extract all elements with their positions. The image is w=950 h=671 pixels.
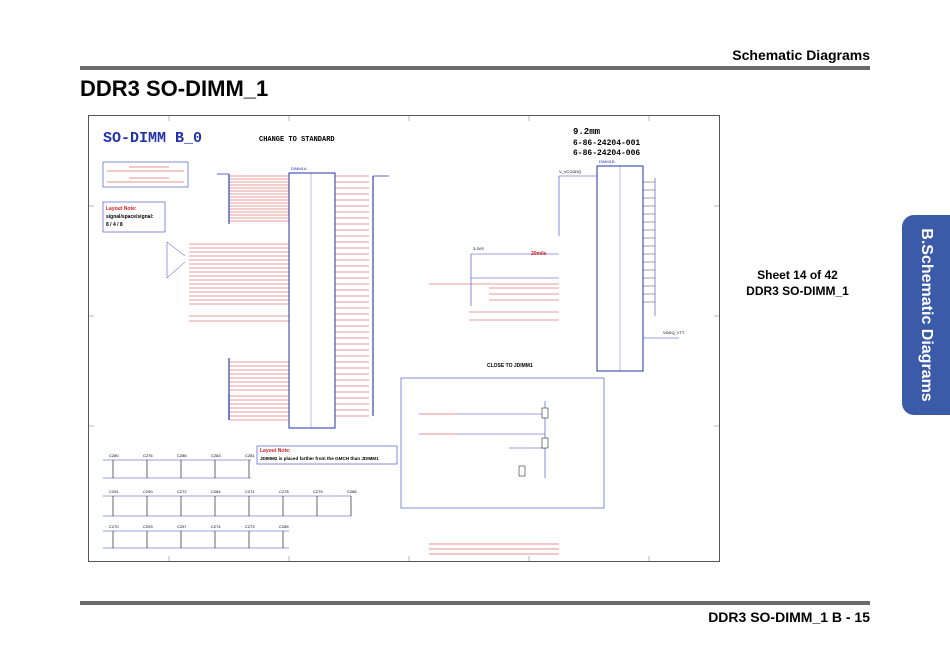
capacitor-label: C297 xyxy=(177,524,187,529)
connector-a-label: DIMM1A xyxy=(291,166,307,171)
part-number-1: 6-86-24204-001 xyxy=(573,139,640,148)
side-section-tab[interactable]: B.Schematic Diagrams xyxy=(902,215,950,415)
width-note: 20mils xyxy=(531,251,547,257)
layout-note-line2: 8 / 4 / 8 xyxy=(106,222,123,228)
layout-note-line1: signal/space/signal: xyxy=(106,214,154,220)
control-signal-lines xyxy=(189,243,289,322)
page-title: DDR3 SO-DIMM_1 xyxy=(80,76,269,101)
change-note: CHANGE TO STANDARD xyxy=(259,136,335,144)
capacitor-label: C276 xyxy=(143,453,153,458)
capacitor-label: C272 xyxy=(177,489,187,494)
sheet-title: DDR3 SO-DIMM_1 xyxy=(746,284,849,298)
dimm-connector-a xyxy=(288,172,336,429)
capacitor-label: C286 xyxy=(177,453,187,458)
schematic-drawing: SO-DIMM B_0 CHANGE TO STANDARD 9.2mm 6-8… xyxy=(89,116,719,561)
layout-note-2-title: Layout Note: xyxy=(260,448,291,454)
sheet-number: Sheet 14 of 42 xyxy=(757,268,838,282)
capacitor-label: C281 xyxy=(245,453,255,458)
capacitor-label: C285 xyxy=(279,524,289,529)
address-signal-lines xyxy=(229,175,289,222)
capacitor-label: C273 xyxy=(245,524,255,529)
capacitor-label: C283 xyxy=(211,453,221,458)
cap-row-2 xyxy=(103,495,352,517)
clock-net-box xyxy=(102,161,189,188)
capacitor-label: C270 xyxy=(109,524,119,529)
part-number-2: 6-86-24204-006 xyxy=(573,149,640,158)
capacitor-label: C278 xyxy=(279,489,289,494)
block-title: SO-DIMM B_0 xyxy=(103,130,202,147)
layout-note-box xyxy=(102,201,166,233)
capacitor-label: C288 xyxy=(347,489,357,494)
layout-note-2-text: JDIMM2 is placed farther from the GMCH t… xyxy=(260,456,379,461)
schematic-frame: SO-DIMM B_0 CHANGE TO STANDARD 9.2mm 6-8… xyxy=(88,115,720,562)
header-rule xyxy=(80,66,870,70)
dq-bus-lines xyxy=(335,175,369,417)
cap-row-3 xyxy=(103,530,289,549)
height-note: 9.2mm xyxy=(573,127,601,137)
capacitor-label: C293 xyxy=(143,524,153,529)
layout-note-2-box xyxy=(256,445,398,465)
cap-row-1 xyxy=(103,459,251,479)
side-tab-label: B.Schematic Diagrams xyxy=(918,228,935,402)
section-title: Schematic Diagrams xyxy=(732,47,870,63)
footer-page-label: DDR3 SO-DIMM_1 B - 15 xyxy=(708,609,870,625)
dq-signal-lines xyxy=(229,361,289,421)
footer-rule xyxy=(80,601,870,605)
net-3v3: 3.3VS xyxy=(473,246,484,251)
capacitor-label: C284 xyxy=(211,489,221,494)
capacitor-label: C290 xyxy=(143,489,153,494)
net-vtt: VDDQ_VTT xyxy=(663,330,685,335)
net-vccddq-right: V_VCCDDQ xyxy=(559,169,581,174)
vref-box xyxy=(400,377,605,509)
capacitor-label: C271 xyxy=(245,489,255,494)
capacitor-label: C291 xyxy=(109,489,119,494)
capacitor-label: C274 xyxy=(211,524,221,529)
layout-note-title: Layout Note: xyxy=(106,206,137,212)
capacitor-label: C279 xyxy=(313,489,323,494)
capacitor-label: C280 xyxy=(109,453,119,458)
sheet-info: Sheet 14 of 42 DDR3 SO-DIMM_1 xyxy=(730,267,865,299)
connector-b-label: DIMM1B xyxy=(599,159,615,164)
close-note: CLOSE TO JDIMM1 xyxy=(487,363,533,369)
